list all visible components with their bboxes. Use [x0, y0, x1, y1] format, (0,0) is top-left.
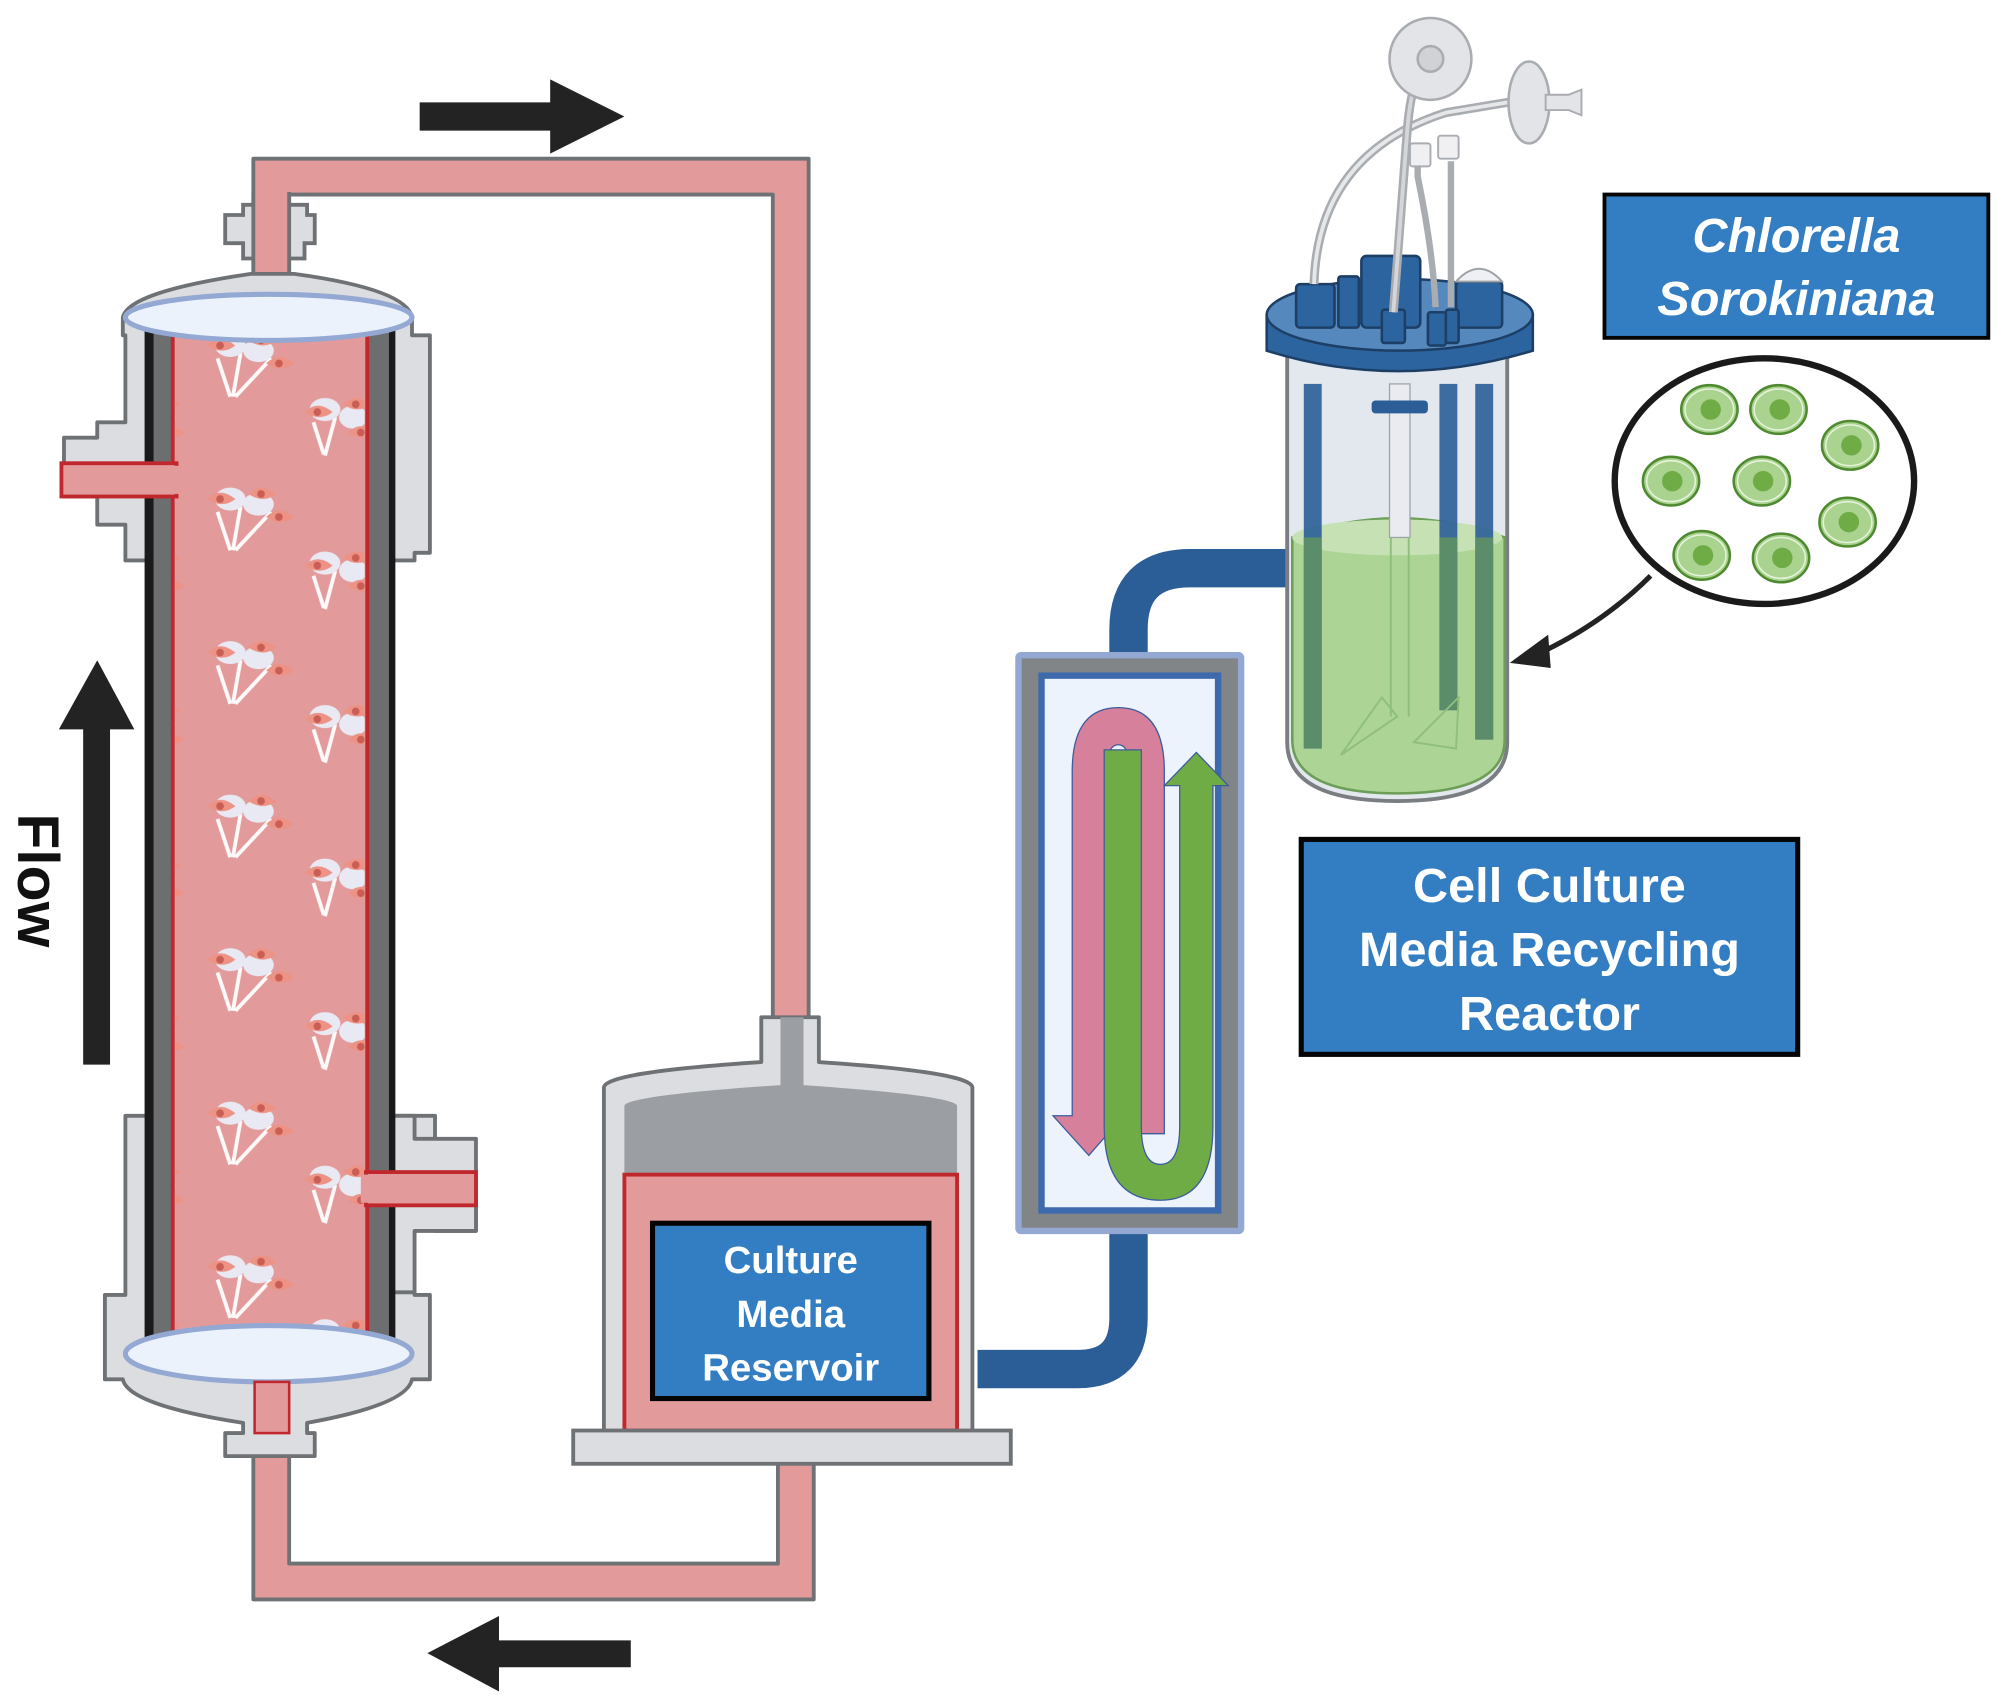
algae-nucleus — [1752, 470, 1774, 492]
algae-nucleus — [1772, 547, 1793, 569]
reservoir-label-line-1: Culture — [724, 1239, 858, 1282]
algae-nucleus — [1769, 399, 1791, 420]
algae-flow-arrow-up-icon — [1103, 749, 1230, 1201]
algae-cell — [1672, 529, 1732, 581]
algae-cell — [1732, 455, 1792, 507]
reservoir-label-line-3: Reservoir — [702, 1347, 879, 1390]
algae-cell — [1641, 455, 1701, 507]
algae-nucleus — [1841, 435, 1862, 456]
recycling-reactor-label: Cell Culture Media Recycling Reactor — [1298, 836, 1801, 1057]
flow-arrow-right-icon — [419, 79, 625, 154]
recycling-label-line-2: Media Recycling — [1359, 923, 1740, 977]
algae-nucleus — [1692, 545, 1714, 566]
flow-arrow-up-icon — [58, 660, 135, 1065]
algae-cell — [1749, 383, 1808, 436]
organism-label-line-1: Chlorella — [1692, 209, 1900, 263]
algae-cell — [1751, 532, 1811, 584]
algae-cell-inset — [1611, 355, 1918, 608]
media-reservoir: Culture Media Reservoir — [571, 1015, 1013, 1466]
recycling-label-line-3: Reactor — [1459, 987, 1640, 1041]
algae-cell — [1820, 419, 1880, 471]
algae-pipe — [977, 548, 1290, 1389]
algae-nucleus — [1838, 511, 1860, 533]
cell-culture-column — [59, 191, 478, 1459]
algae-nucleus — [1700, 399, 1721, 420]
recycling-label-line-1: Cell Culture — [1413, 859, 1686, 913]
heat-exchanger — [1015, 651, 1245, 1235]
organism-label: Chlorella Sorokiniana — [1602, 192, 1991, 340]
flow-label: Flow — [5, 813, 70, 947]
algae-cell — [1818, 496, 1878, 548]
algae-bioreactor — [1265, 16, 1583, 803]
flow-arrow-left-icon — [427, 1616, 631, 1692]
algae-nucleus — [1662, 470, 1683, 492]
algae-cell — [1679, 383, 1739, 436]
reservoir-label-line-2: Media — [736, 1293, 845, 1336]
pointer-arrow-icon — [1509, 574, 1653, 668]
organism-label-line-2: Sorokiniana — [1657, 272, 1935, 326]
